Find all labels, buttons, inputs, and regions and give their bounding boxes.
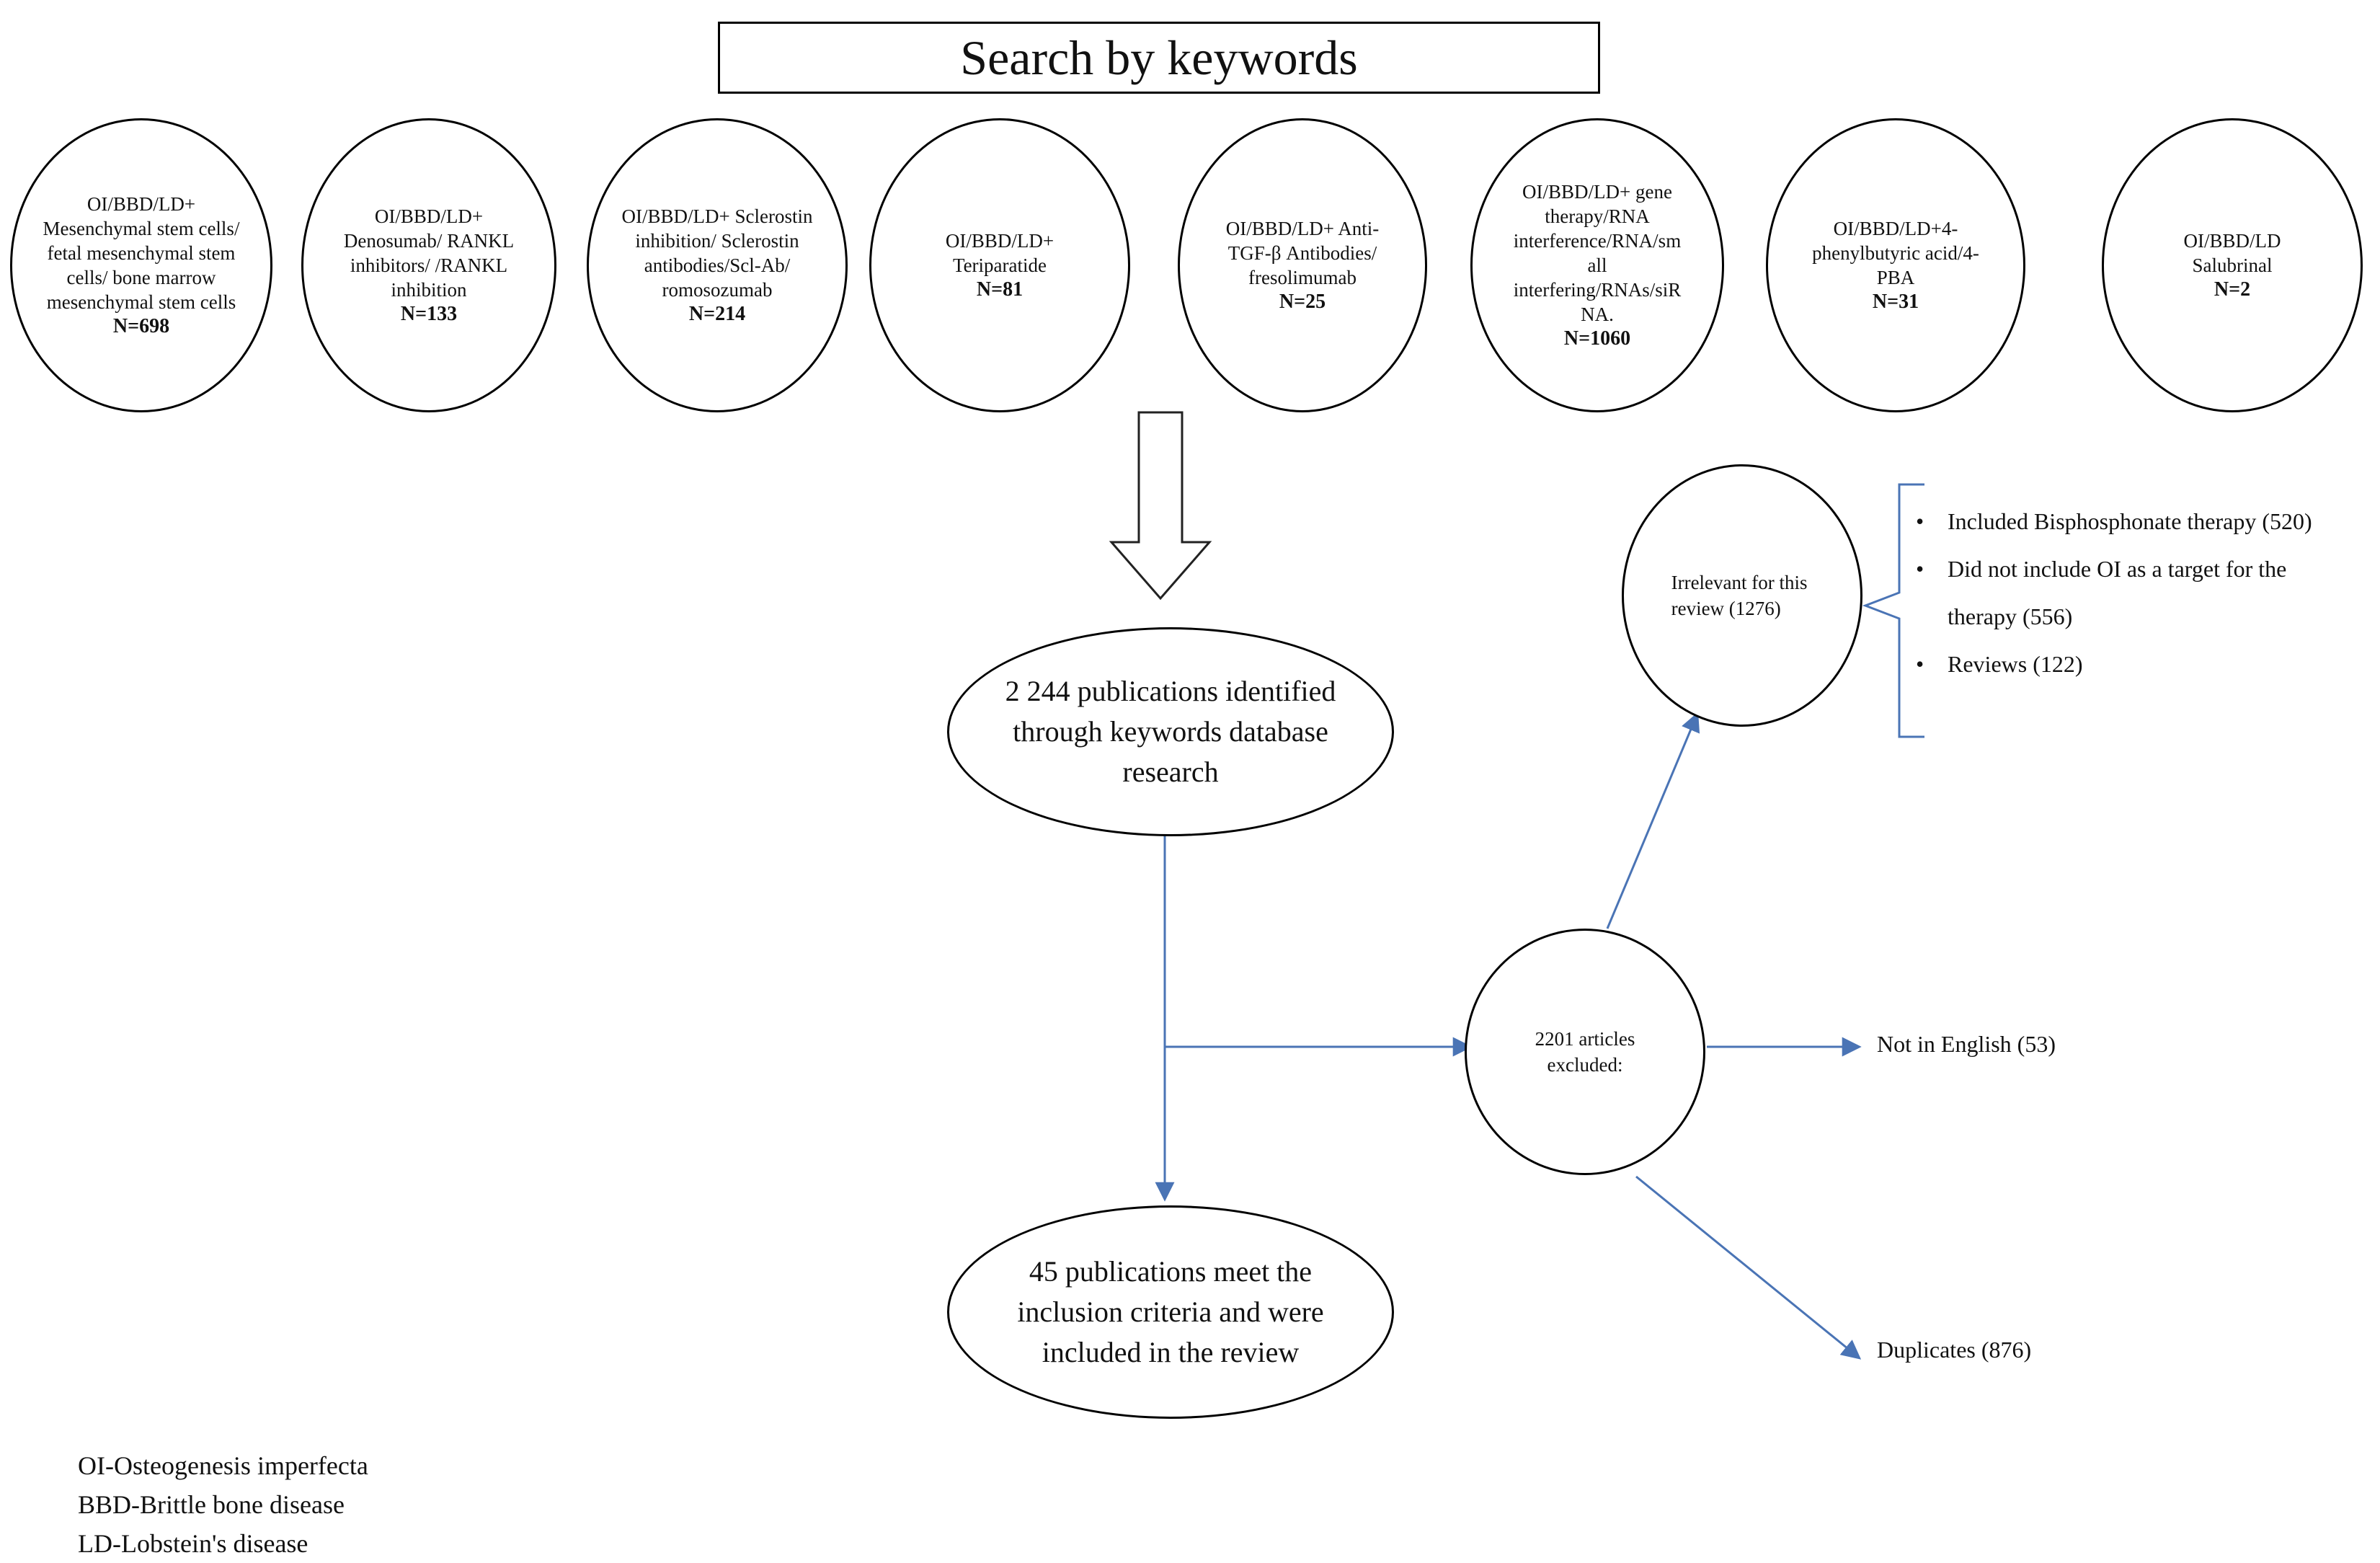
hollow-down-arrow — [1109, 411, 1212, 601]
connector-excluded-to-irrelevant — [1606, 712, 1700, 929]
keyword-count: N=81 — [976, 278, 1024, 301]
duplicates-label: Duplicates (876) — [1877, 1337, 2032, 1363]
keyword-count: N=133 — [400, 303, 458, 325]
keyword-label: OI/BBD/LD+ Teriparatide — [945, 230, 1054, 276]
reason-item: Reviews (122) — [1910, 640, 2314, 688]
keyword-ellipse-gene-therapy: OI/BBD/LD+ gene therapy/RNA interference… — [1470, 118, 1724, 412]
keyword-ellipse-teriparatide: OI/BBD/LD+ Teriparatide N=81 — [869, 118, 1130, 412]
irrelevant-circle: Irrelevant for this review (1276) — [1622, 464, 1862, 727]
keyword-count: N=698 — [112, 315, 170, 337]
keyword-count: N=1060 — [1563, 327, 1631, 350]
included-text: 45 publications meet the inclusion crite… — [1017, 1255, 1324, 1368]
excluded-text: 2201 articles excluded: — [1535, 1028, 1635, 1076]
keyword-ellipse-4-pba: OI/BBD/LD+4-phenylbutyric acid/4-PBA N=3… — [1766, 118, 2025, 412]
reason-item: Included Bisphosphonate therapy (520) — [1910, 497, 2314, 545]
included-ellipse: 45 publications meet the inclusion crite… — [947, 1205, 1394, 1419]
abbreviation-legend: OI-Osteogenesis imperfecta BBD-Brittle b… — [78, 1446, 368, 1563]
diagram-title: Search by keywords — [960, 30, 1358, 85]
search-title-box: Search by keywords — [718, 22, 1600, 94]
reasons-brace — [1862, 483, 1924, 738]
keyword-count: N=2 — [2214, 278, 2251, 301]
irrelevant-reasons-list: Included Bisphosphonate therapy (520) Di… — [1910, 497, 2314, 688]
keyword-label: OI/BBD/LD Salubrinal — [2183, 230, 2281, 276]
keyword-ellipse-salubrinal: OI/BBD/LD Salubrinal N=2 — [2102, 118, 2363, 412]
keyword-label: OI/BBD/LD+ Mesenchymal stem cells/ fetal… — [43, 193, 240, 313]
excluded-circle: 2201 articles excluded: — [1465, 929, 1705, 1175]
keyword-ellipse-mesenchymal: OI/BBD/LD+ Mesenchymal stem cells/ fetal… — [10, 118, 272, 412]
keyword-ellipse-anti-tgf: OI/BBD/LD+ Anti-TGF-β Antibodies/ fresol… — [1178, 118, 1427, 412]
keyword-label: OI/BBD/LD+ Anti-TGF-β Antibodies/ fresol… — [1225, 218, 1380, 288]
keyword-count: N=214 — [688, 303, 746, 325]
keyword-ellipse-sclerostin: OI/BBD/LD+ Sclerostin inhibition/ Sclero… — [587, 118, 848, 412]
keyword-count: N=25 — [1279, 291, 1326, 313]
legend-item: BBD-Brittle bone disease — [78, 1490, 345, 1519]
keyword-label: OI/BBD/LD+4-phenylbutyric acid/4-PBA — [1812, 218, 1979, 288]
identified-ellipse: 2 244 publications identified through ke… — [947, 627, 1394, 836]
keyword-ellipse-denosumab: OI/BBD/LD+ Denosumab/ RANKL inhibitors/ … — [301, 118, 556, 412]
identified-text: 2 244 publications identified through ke… — [1005, 675, 1336, 788]
connector-excluded-to-duplicates — [1635, 1175, 1862, 1360]
not-english-label: Not in English (53) — [1877, 1031, 2056, 1057]
keyword-count: N=31 — [1872, 291, 1919, 313]
keyword-label: OI/BBD/LD+ gene therapy/RNA interference… — [1513, 181, 1682, 325]
keyword-label: OI/BBD/LD+ Denosumab/ RANKL inhibitors/ … — [343, 205, 515, 301]
irrelevant-text: Irrelevant for this review (1276) — [1671, 572, 1808, 619]
legend-item: OI-Osteogenesis imperfecta — [78, 1451, 368, 1480]
keyword-label: OI/BBD/LD+ Sclerostin inhibition/ Sclero… — [621, 205, 813, 301]
reason-item: Did not include OI as a target for the t… — [1910, 545, 2314, 640]
legend-item: LD-Lobstein's disease — [78, 1529, 308, 1558]
